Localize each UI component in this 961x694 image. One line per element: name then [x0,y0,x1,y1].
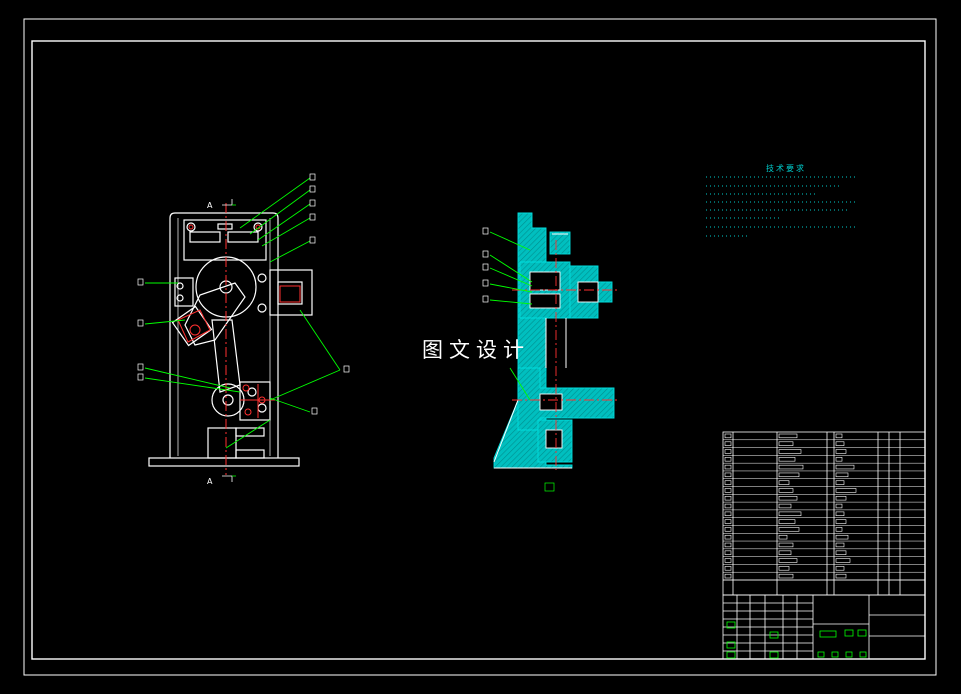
section-view-label-boxes [482,227,555,492]
parts-list-cell-mark [835,542,845,548]
front-view-leaders [144,177,341,449]
parts-list-cell-mark [835,472,849,478]
parts-list-cell-mark [724,573,732,579]
parts-list-cell-mark [778,480,790,485]
parts-list-cell-mark [724,457,732,462]
front-view [148,212,313,467]
parts-list-cell-mark [835,566,845,571]
parts-list-cell-mark [835,457,843,462]
parts-list-cell-mark [778,573,794,579]
parts-list-cell-mark [778,449,802,454]
parts-list-cell-mark [724,496,732,501]
parts-list-cell-mark [724,542,732,548]
parts-list-cell-mark [835,464,855,470]
parts-list-cell-mark [778,488,794,493]
tech-requirements-title: 技术要求 [766,164,806,173]
parts-list-cell-mark [778,457,796,462]
parts-list-cell-mark [724,480,732,485]
section-view-outlines [493,233,572,469]
parts-list-cell-mark [835,449,847,454]
parts-list-cell-mark [778,566,790,571]
parts-list-cell-mark [778,503,792,509]
parts-list-cell-mark [778,496,798,501]
parts-list-cell-mark [835,558,851,563]
parts-list-cell-mark [724,449,732,454]
parts-list-cell-mark [835,480,845,485]
parts-list-cell-mark [724,464,732,470]
parts-list-cell-mark [778,550,792,555]
parts-list-cell-mark [778,527,800,532]
parts-list-cell-mark [724,511,732,516]
parts-list-cell-mark [835,496,847,501]
parts-list-cell-mark [778,464,804,470]
section-label-bottom: A [207,477,213,486]
parts-list-cell-mark [724,534,732,540]
parts-list-cell-mark [724,519,732,524]
parts-list-cell-mark [835,527,843,532]
parts-list-cell-mark [835,519,847,524]
drawing-frame [23,18,937,676]
parts-list-table [722,431,926,596]
title-block [722,594,926,660]
parts-list-cell-mark [724,488,732,493]
parts-list-cell-mark [835,433,843,439]
parts-list-cell-mark [835,550,847,555]
parts-list-cell-mark [835,573,847,579]
section-label-top: A [207,201,213,210]
parts-list-cell-mark [724,472,732,478]
parts-list-rows [723,433,925,581]
parts-list-cell-mark [778,558,798,563]
parts-list-cell-mark [835,488,857,493]
parts-list-cell-mark [724,441,732,446]
watermark-text: 图文设计 [422,338,530,362]
parts-list-cell-mark [724,503,732,509]
title-block-green-marks [726,621,867,659]
front-view-red-details [177,203,301,475]
parts-list-cell-mark [835,503,843,509]
parts-list-cell-mark [778,519,796,524]
parts-list-cell-mark [724,527,732,532]
parts-list-cell-mark [778,534,788,540]
section-view-leaders [489,231,533,401]
tech-requirements-lines [706,176,856,237]
parts-list-cell-mark [724,558,732,563]
parts-list-cell-mark [835,511,845,516]
front-view-label-boxes [137,173,350,415]
parts-list-cell-mark [778,433,798,439]
parts-list-cell-mark [724,433,732,439]
parts-list-cell-mark [778,511,802,516]
parts-list-cell-mark [724,566,732,571]
parts-list-cell-mark [835,441,845,446]
parts-list-cell-mark [778,472,800,478]
parts-list-cell-mark [778,441,794,446]
parts-list-cell-mark [835,534,849,540]
parts-list-cell-mark [778,542,794,548]
section-markers [222,199,236,482]
parts-list-cell-mark [724,550,732,555]
